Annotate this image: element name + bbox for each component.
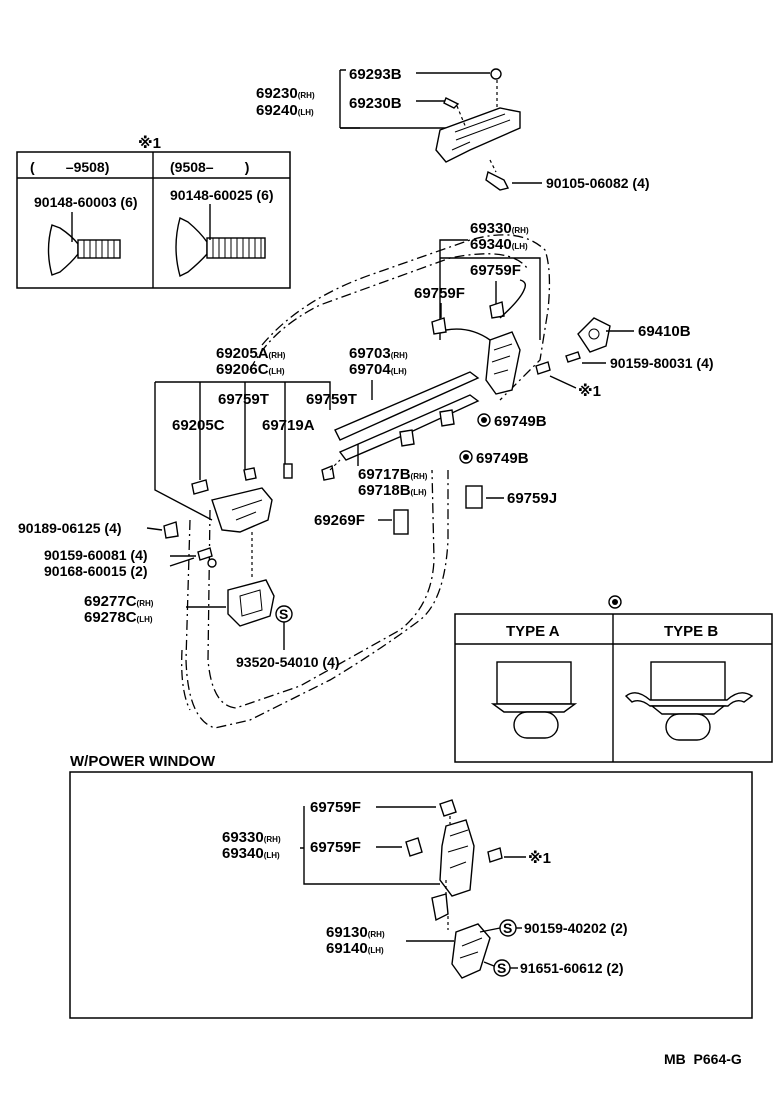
reference-table: ※1 ( –9508) (9508– ) 90148-60003 (6) 901… — [16, 134, 291, 289]
pad-69759J — [465, 485, 483, 509]
label-69759T-b: 69759T — [306, 391, 357, 408]
label-69759T-a: 69759T — [218, 391, 269, 408]
clip-90189 — [163, 521, 179, 539]
clip-69293B — [490, 68, 502, 80]
bolt-icon — [485, 170, 510, 191]
label-69717B: 69717B(RH) — [358, 466, 428, 483]
ref-col2-part: 90148-60025 (6) — [170, 187, 274, 203]
power-window-section: W/POWER WINDOW 69759F 69759F 69330(RH) 6… — [69, 753, 753, 1019]
label-93520: 93520-54010 (4) — [236, 654, 340, 670]
type-b-plug-icon — [624, 661, 754, 741]
pw-door-lock — [439, 819, 475, 897]
striker-69410B — [577, 317, 611, 353]
label-69205C: 69205C — [172, 417, 225, 434]
rod-69703 — [334, 371, 480, 441]
pw-screw-ref — [487, 847, 503, 863]
pw-label-90159-40202: 90159-40202 (2) — [524, 920, 628, 936]
pw-label-69759F-a: 69759F — [310, 799, 361, 816]
label-69749B-a: 69749B — [494, 413, 547, 430]
main-assembly: 69330(RH) 69340(LH) 69759F 69759F 69410B… — [18, 220, 714, 670]
svg-text:S: S — [503, 920, 512, 936]
label-69277C: 69277C(RH) — [84, 593, 154, 610]
pw-label-69140: 69140(LH) — [326, 940, 384, 957]
label-69759F-a: 69759F — [470, 262, 521, 279]
label-69340: 69340(LH) — [470, 236, 528, 253]
clip-69759F-a — [489, 301, 505, 319]
pad-69269F — [393, 509, 409, 535]
ref-col1-range: ( –9508) — [30, 159, 109, 175]
label-69240: 69240(LH) — [256, 102, 314, 119]
diagram-code: MB P664-G — [664, 1051, 742, 1067]
label-90105: 90105-06082 (4) — [546, 175, 650, 191]
label-69269F: 69269F — [314, 512, 365, 529]
pw-label-69330: 69330(RH) — [222, 829, 281, 846]
plug-69749B-b — [399, 429, 415, 447]
clip-69205C — [191, 479, 209, 495]
label-69230: 69230(RH) — [256, 85, 315, 102]
pw-ref-mark: ※1 — [528, 849, 551, 867]
outside-handle-group: 69293B 69230(RH) 69240(LH) 69230B 90105-… — [256, 66, 650, 191]
label-69205A: 69205A(RH) — [216, 345, 286, 362]
screw-90168 — [207, 558, 217, 568]
pin-69230B — [443, 97, 460, 109]
clip-69759T-a — [243, 467, 257, 481]
label-69703: 69703(RH) — [349, 345, 408, 362]
label-90168: 90168-60015 (2) — [44, 563, 148, 579]
power-window-frame — [69, 771, 753, 1019]
door-outline — [181, 234, 551, 729]
ref-col2-range: (9508– ) — [170, 159, 249, 175]
pw-clip-69759F-a — [439, 799, 457, 817]
type-b-label: TYPE B — [664, 623, 718, 640]
label-69704: 69704(LH) — [349, 361, 407, 378]
pw-label-69340: 69340(LH) — [222, 845, 280, 862]
power-window-title: W/POWER WINDOW — [70, 753, 216, 770]
screw-90159-60081 — [197, 547, 213, 561]
pw-label-69759F-b: 69759F — [310, 839, 361, 856]
door-lock — [485, 331, 521, 395]
label-69330: 69330(RH) — [470, 220, 529, 237]
label-69278C: 69278C(LH) — [84, 609, 153, 626]
svg-text:S: S — [497, 960, 506, 976]
outside-handle — [435, 107, 521, 163]
inside-handle — [211, 487, 273, 533]
pw-motor-69130 — [451, 923, 491, 979]
label-90159-60081: 90159-60081 (4) — [44, 547, 148, 563]
screw-icon-long — [175, 204, 266, 278]
ref-col1-part: 90148-60003 (6) — [34, 194, 138, 210]
pw-lever — [431, 893, 449, 922]
svg-text:S: S — [279, 606, 288, 622]
screw-ref — [535, 361, 551, 375]
label-69718B: 69718B(LH) — [358, 482, 427, 499]
bezel-69277C — [227, 579, 275, 627]
label-69230B: 69230B — [349, 95, 402, 112]
label-69206C: 69206C(LH) — [216, 361, 285, 378]
screw-icon-short — [47, 212, 121, 276]
label-90189: 90189-06125 (4) — [18, 520, 122, 536]
clip-69759F-b — [431, 317, 447, 335]
label-ref-mark: ※1 — [578, 382, 601, 400]
type-table: TYPE A TYPE B — [454, 595, 773, 763]
label-69293B: 69293B — [349, 66, 402, 83]
label-69749B-b: 69749B — [476, 450, 529, 467]
label-90159-80031: 90159-80031 (4) — [610, 355, 714, 371]
plug-69749B-a — [439, 409, 455, 427]
label-69719A: 69719A — [262, 417, 315, 434]
pw-label-69130: 69130(RH) — [326, 924, 385, 941]
label-69759J: 69759J — [507, 490, 557, 507]
pw-clip-69759F-b — [405, 837, 423, 857]
clip-69719A — [283, 463, 293, 479]
ref-table-mark: ※1 — [138, 134, 161, 152]
type-a-plug-icon — [490, 661, 578, 739]
label-69410B: 69410B — [638, 323, 691, 340]
pw-label-91651: 91651-60612 (2) — [520, 960, 624, 976]
type-a-label: TYPE A — [506, 623, 560, 640]
screw-90159-80031 — [565, 351, 581, 363]
label-69759F-b: 69759F — [414, 285, 465, 302]
